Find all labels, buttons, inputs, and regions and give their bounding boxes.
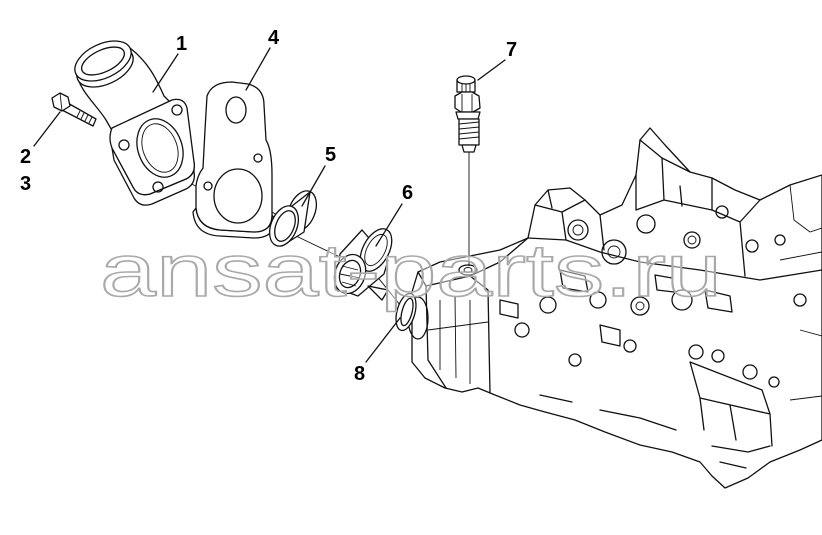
cylinder-head-drawing [407, 127, 822, 489]
ring-front-edge [268, 205, 300, 247]
bolt-hole [687, 235, 697, 245]
bolt-hole [601, 239, 627, 265]
part-7-sensor [454, 75, 481, 153]
bolt-hole [683, 231, 701, 249]
leader-line-5 [301, 165, 326, 207]
callout-6: 6 [402, 182, 413, 204]
bolt-hole [711, 349, 725, 363]
sensor-threads [458, 121, 480, 140]
sensor-hex [454, 91, 481, 113]
callout-3: 3 [20, 173, 31, 195]
head-ports [499, 269, 733, 347]
elbow-flange-hole [118, 139, 130, 151]
bolt-hole [715, 205, 729, 219]
bolt-hole [630, 296, 650, 316]
leader-line-8 [365, 317, 401, 363]
callout-7: 7 [506, 39, 517, 61]
leader-line-2 [33, 111, 61, 147]
callout-1: 1 [176, 33, 187, 55]
elbow-inlet-lip [74, 40, 132, 82]
elbow-inlet-opening [80, 46, 126, 76]
sensor-cap-top [456, 75, 476, 85]
thermostat-cup-inner [338, 259, 362, 289]
thermostat-valve-tip [367, 285, 389, 301]
sensor-port-inner [463, 267, 473, 273]
part-4-gasket [192, 81, 276, 239]
head-gusset [689, 361, 773, 447]
callout-8: 8 [354, 363, 365, 385]
leader-line-4 [245, 47, 271, 91]
gasket-bolt-hole [253, 153, 263, 163]
head-right-cutaway [779, 184, 822, 401]
callout-2: 2 [20, 146, 31, 168]
head-lower-ledge [539, 394, 771, 469]
leader-lines [33, 47, 506, 363]
bolt-hole [623, 339, 637, 353]
leader-line-6 [375, 203, 403, 247]
watermark: ansat-parts.ru [100, 229, 722, 312]
bolt-hole [745, 239, 759, 253]
gasket-bolt-hole [203, 181, 213, 191]
bolt-hole [635, 301, 645, 311]
part-1-elbow-housing [74, 40, 195, 206]
bolt-thread [76, 110, 93, 124]
o-ring-inner [400, 297, 414, 327]
head-bolt-holes [514, 205, 807, 388]
gasket-large-hole [213, 168, 263, 224]
elbow-flange-hole [171, 104, 183, 116]
sensor-collar [455, 111, 481, 120]
sensor-tip [461, 144, 477, 153]
bolt-hole [589, 291, 607, 309]
bolt-head-edge [59, 92, 63, 112]
bolt-hole [568, 353, 582, 367]
part-8-o-ring [395, 292, 417, 332]
bolt-hole [514, 322, 530, 338]
head-top-deck-edge [565, 199, 822, 281]
bolt-hole [607, 245, 621, 259]
bolt-hole [671, 289, 693, 311]
gasket-small-hole [225, 96, 247, 124]
callout-5: 5 [325, 144, 336, 166]
bolt-hole [572, 224, 584, 236]
sensor-cap-ribs [461, 83, 471, 92]
elbow-outlet-bore-inner [141, 123, 179, 173]
thermostat-cup [333, 253, 367, 295]
bolt-hole [567, 219, 589, 241]
part-2-bolt [51, 92, 97, 127]
bolt-hole [768, 376, 780, 388]
head-front-ribs [427, 295, 489, 384]
thermostat-flange-inner [364, 233, 388, 267]
bolt-hole [688, 344, 704, 360]
bolt-hole [742, 364, 758, 380]
callout-labels: 1 2 3 4 5 6 7 8 [20, 27, 517, 385]
bolt-hole [636, 214, 656, 234]
part-6-thermostat [333, 228, 393, 301]
ring-front-inner [274, 210, 296, 242]
callout-4: 4 [268, 27, 280, 49]
sensor-port [458, 264, 478, 276]
head-front-face [417, 237, 529, 394]
head-tower [635, 139, 713, 211]
elbow-flange-hole [152, 181, 164, 193]
leader-line-1 [152, 53, 179, 93]
elbow-flange [109, 98, 195, 196]
elbow-outlet-bore [136, 118, 184, 178]
gasket-outline [195, 81, 273, 233]
bolt-hole [793, 293, 807, 307]
leader-line-7 [477, 59, 506, 81]
thermostat-spring [339, 265, 361, 287]
bolt-hole [774, 234, 786, 246]
bolt-hole [539, 296, 557, 314]
sensor-hex-edges [461, 94, 473, 112]
